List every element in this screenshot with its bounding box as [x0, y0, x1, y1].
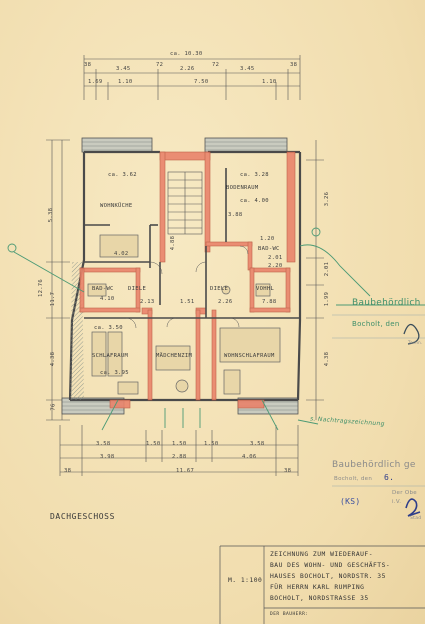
dim-bottom-2: 1.50	[146, 441, 161, 447]
roof-parapet-right	[204, 137, 288, 153]
dim-top-2: 2.26	[180, 66, 195, 72]
room-wohnkueche: WOHNKÜCHE	[100, 203, 133, 209]
inner-dim-10: 1.20	[260, 236, 275, 242]
dim-left-3: 11.7	[50, 291, 57, 307]
side-dimension-lines	[46, 139, 324, 421]
room-bodenraum-width: ca. 4.00	[240, 198, 269, 204]
dim-bottom-5: 3.58	[250, 441, 265, 447]
signature-top	[403, 323, 420, 345]
green-annotations	[7, 227, 425, 431]
dim-top-r2-1: 1.69	[88, 79, 103, 85]
dim-left-4: 4.38	[50, 351, 57, 367]
stamp-bottom-sig2: i.V.	[392, 499, 402, 505]
inner-dim-9: 7.88	[262, 299, 277, 305]
stamp-top-label: Baubehördlich	[352, 298, 421, 308]
furniture	[87, 234, 281, 395]
inner-dim-6: 2.26	[218, 299, 233, 305]
room-schlafraum-area2: ca. 3.95	[100, 370, 129, 376]
dim-bottom-r3-3: 38	[284, 468, 292, 474]
title-block-line-5: BOCHOLT, NORDSTRASSE 35	[270, 595, 369, 602]
room-bad-wc-left: BAD-WC	[92, 286, 114, 292]
inner-dim-11: 4.10	[100, 296, 115, 302]
interior-walls	[84, 168, 300, 319]
dim-left-5: 76	[50, 403, 57, 411]
signature-bottom	[405, 498, 421, 517]
red-new-walls	[79, 151, 296, 409]
stamp-top-place: Bocholt, den	[352, 320, 400, 328]
stamp-bottom-place: Bocholt, den	[334, 476, 373, 482]
room-diele-left: DIELE	[128, 286, 147, 292]
dim-bottom-r2-2: 2.88	[172, 454, 187, 460]
room-bad-wc-right: BAD-WC	[258, 246, 280, 252]
title-block-line-3: HAUSES BOCHOLT, NORDSTR. 35	[270, 573, 386, 580]
room-wohnschlafraum: WOHNSCHLAFRAUM	[224, 353, 275, 359]
title-block-scale: M. 1:100	[228, 577, 263, 584]
stamp-bottom-sig3: Stad	[410, 516, 422, 521]
dim-right-2: 2.01	[324, 261, 331, 277]
dim-bottom-3: 1.50	[172, 441, 187, 447]
dim-left-1: 5.38	[48, 207, 55, 223]
title-block-bauherr: DER BAUHERR:	[270, 612, 309, 617]
dim-right-3: 1.99	[324, 291, 331, 307]
title-block-line-1: ZEICHNUNG ZUM WIEDERAUF-	[270, 551, 373, 558]
bottom-dimension-lines	[59, 425, 299, 476]
room-schlafraum-area: ca. 3.50	[94, 325, 123, 331]
inner-dim-1: 4.88	[170, 235, 177, 251]
dim-top-small-1: 38	[84, 62, 92, 68]
dim-top-3: 3.45	[240, 66, 255, 72]
dim-bottom-r3-2: 11.67	[176, 468, 195, 474]
stamp-initials: (KS)	[340, 497, 361, 506]
dim-bottom-r2-1: 3.98	[100, 454, 115, 460]
dim-top-1: 3.45	[116, 66, 131, 72]
staircase	[167, 171, 203, 235]
inner-dim-5: 1.51	[180, 299, 195, 305]
dim-top-r2-3: 7.50	[194, 79, 209, 85]
room-diele-right: DIELE	[210, 286, 229, 292]
inner-dim-2: 3.88	[228, 212, 243, 218]
title-block-frame	[219, 545, 425, 624]
dim-bottom-4: 1.50	[204, 441, 219, 447]
title-block-line-4: FÜR HERRN KARL RUMPING	[270, 584, 365, 591]
room-maedchenzimmer: MÄDCHENZIM	[156, 353, 193, 359]
door-swings	[125, 245, 249, 329]
roof-parapet-left	[81, 137, 153, 153]
stamp-bottom-label: Baubehördlich ge	[332, 460, 416, 470]
dim-right-1: 3.26	[324, 191, 331, 207]
dim-right-4: 4.38	[324, 351, 331, 367]
dim-overall: ca. 10.30	[170, 51, 203, 57]
stamp-bottom-date: 6.	[384, 473, 395, 482]
dim-top-small-4: 38	[290, 62, 298, 68]
room-vorhaus: VOHHL	[256, 286, 275, 292]
dim-left-2: 12.76	[38, 278, 45, 298]
title-block-line-2: BAU DES WOHN- UND GESCHÄFTS-	[270, 562, 391, 569]
dim-top-small-3: 72	[212, 62, 220, 68]
inner-dim-7: 2.01	[268, 255, 283, 261]
room-wohnkueche-area: ca. 3.62	[108, 172, 137, 178]
floor-name: DACHGESCHOSS	[50, 512, 115, 521]
stamp-lines	[332, 314, 425, 487]
stamp-top-sub: Techn.	[408, 340, 423, 345]
stamp-bottom-sig1: Der Obe	[392, 490, 417, 496]
dim-bottom-r2-3: 4.06	[242, 454, 257, 460]
dim-bottom-r3-1: 38	[64, 468, 72, 474]
room-bodenraum-area: ca. 3.28	[240, 172, 269, 178]
inner-dim-4: 2.13	[140, 299, 155, 305]
room-schlafraum: SCHLAFRAUM	[92, 353, 129, 359]
dim-top-small-2: 72	[156, 62, 164, 68]
inner-dim-8: 2.20	[268, 263, 283, 269]
top-dimension-lines	[83, 55, 301, 100]
dim-top-r2-4: 1.10	[262, 79, 277, 85]
inner-dim-3: 4.02	[114, 251, 129, 257]
dim-bottom-1: 3.58	[96, 441, 111, 447]
room-bodenraum: BODENRAUM	[226, 185, 259, 191]
dim-top-r2-2: 1.10	[118, 79, 133, 85]
